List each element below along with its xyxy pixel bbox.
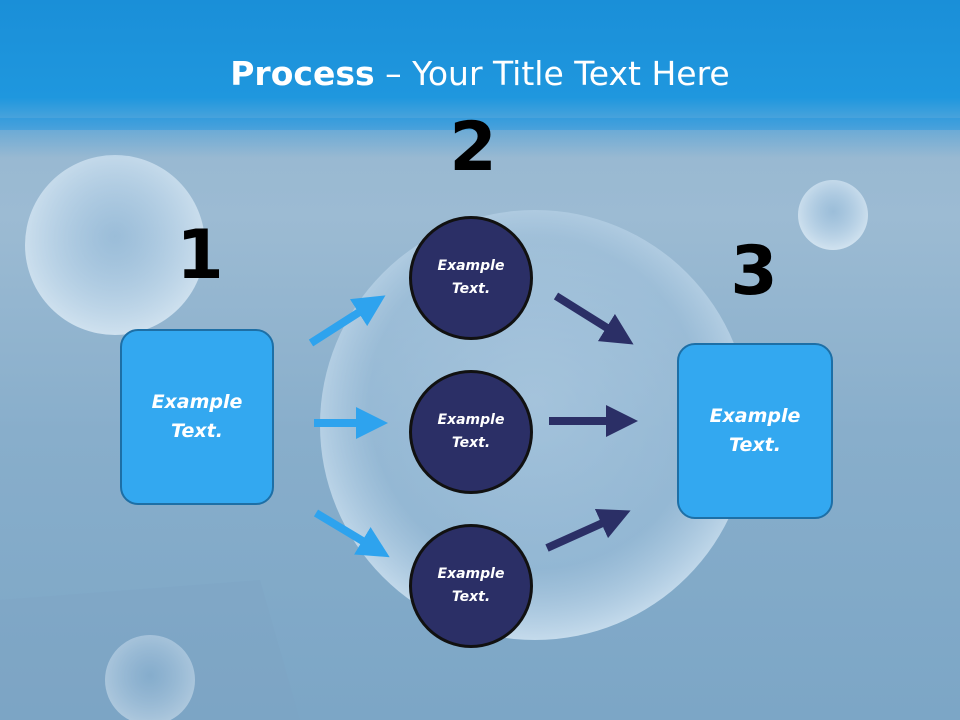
title-bar-fade	[0, 118, 960, 158]
right-step-box: Example Text.	[677, 343, 833, 519]
circle-bottom: Example Text.	[409, 524, 533, 648]
arrow-left-to-bottom	[313, 509, 390, 558]
slide-title: Process – Your Title Text Here	[0, 50, 960, 98]
arrow-left-to-top	[308, 295, 386, 347]
right-step-text: Example Text.	[709, 405, 801, 456]
circle-bottom-text: Example Text.	[437, 566, 505, 605]
circle-middle: Example Text.	[409, 370, 533, 494]
arrow-top-to-right	[553, 292, 634, 345]
step-number-1: 1	[176, 216, 224, 295]
left-step-text: Example Text.	[151, 391, 243, 442]
circle-middle-text: Example Text.	[437, 412, 505, 451]
title-bar	[0, 0, 960, 130]
circle-top: Example Text.	[409, 216, 533, 340]
step-number-2: 2	[449, 108, 497, 187]
arrow-bottom-to-right	[545, 508, 631, 552]
step-number-3: 3	[730, 232, 778, 311]
left-step-box: Example Text.	[120, 329, 274, 505]
title-bold: Process	[230, 54, 375, 93]
circle-top-text: Example Text.	[437, 258, 505, 297]
title-rest: – Your Title Text Here	[374, 54, 730, 93]
